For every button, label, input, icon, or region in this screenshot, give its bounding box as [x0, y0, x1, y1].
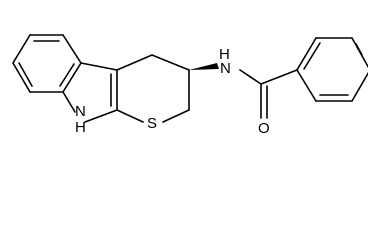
phenyl-ring: [296, 37, 368, 102]
bond-carbonyl-phenyl: [260, 69, 298, 85]
stereo-wedge-bond: [189, 63, 219, 70]
indole-benzene-ring: [12, 34, 82, 93]
bond-b2: [62, 34, 82, 64]
bond-n-carbonyl: [239, 69, 262, 85]
double-bond-b5: [18, 62, 33, 87]
bond-b5: [12, 62, 31, 93]
atom-label-n: N: [220, 60, 231, 77]
molecule-drawing: N H N H S O: [12, 34, 368, 137]
double-bond-p1: [303, 42, 321, 70]
atom-label-n: N: [75, 103, 86, 120]
bond-b3: [62, 62, 82, 93]
bond-p4: [351, 71, 368, 102]
bond-c7a-n: [62, 91, 76, 113]
double-bond-b3: [59, 63, 75, 87]
pyrrole-ring: [62, 62, 118, 123]
atom-nh-amide: N H: [219, 46, 231, 77]
atom-label-h: H: [219, 46, 230, 63]
amide-group: [239, 69, 298, 119]
bond-s-c2: [116, 109, 144, 123]
bond-p6: [296, 69, 317, 102]
bond-c3a-c3: [80, 62, 118, 71]
double-bond-p3: [355, 43, 363, 56]
bond-ch2-chiral: [151, 54, 190, 71]
bond-p1: [296, 37, 317, 71]
bond-c3-ch2: [116, 54, 153, 71]
structure-canvas: N H N H S O: [12, 34, 368, 137]
bond-p3: [351, 37, 368, 69]
bond-b6: [12, 34, 31, 64]
bond-ch2-s: [162, 109, 190, 123]
atom-label-s: S: [147, 115, 157, 132]
thiopyran-ring: [116, 54, 190, 123]
atom-nh-indole: N H: [75, 103, 86, 136]
bond-c2-n: [84, 109, 118, 123]
atom-label-o: O: [258, 120, 270, 137]
atom-label-h: H: [75, 119, 86, 136]
